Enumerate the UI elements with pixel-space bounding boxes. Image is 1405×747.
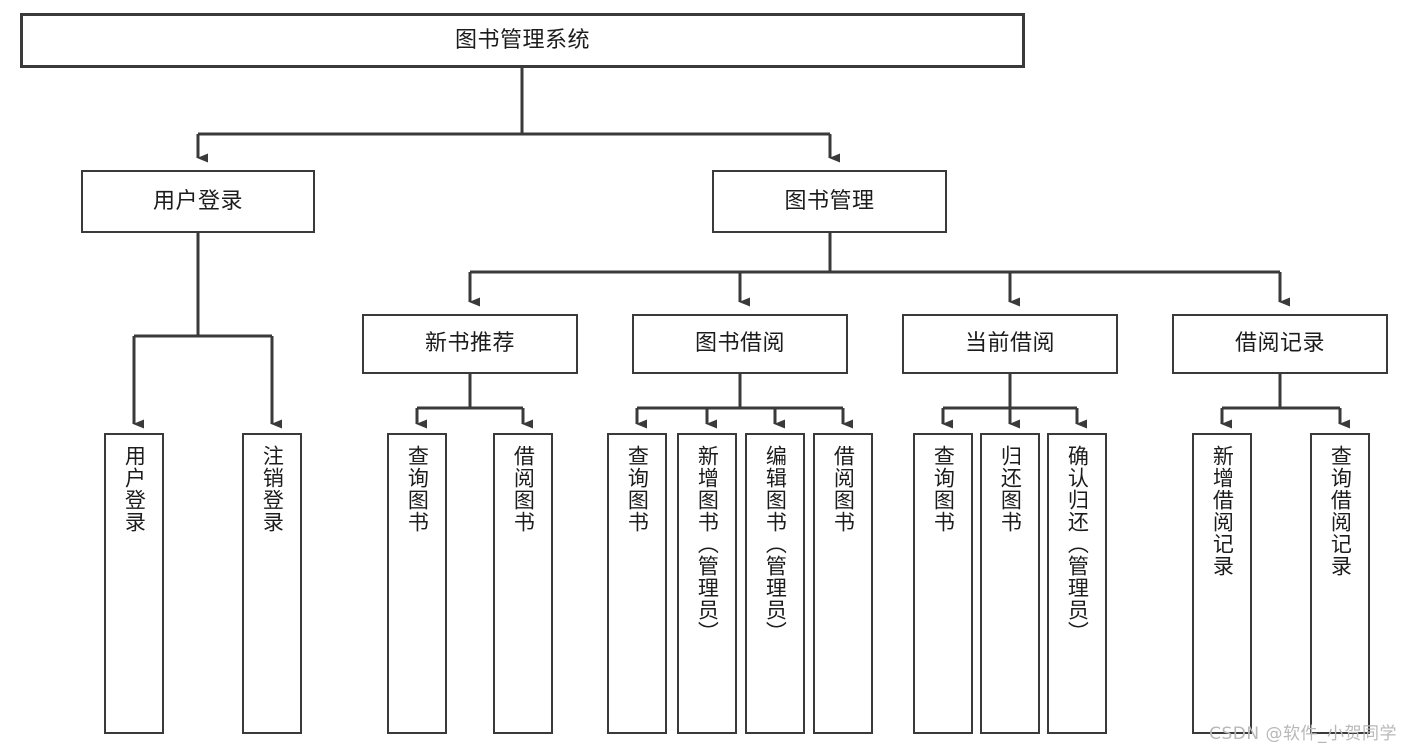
leaf-recommend-query-book[interactable]: 查询图书 xyxy=(387,433,447,734)
node-root-system[interactable]: 图书管理系统 xyxy=(20,13,1025,68)
edges-new-book-recommend xyxy=(415,374,533,429)
leaf-current-query-book[interactable]: 查询图书 xyxy=(913,433,973,734)
node-label: 借阅图书 xyxy=(511,445,536,533)
edges-user-login xyxy=(132,233,282,429)
node-current-borrow[interactable]: 当前借阅 xyxy=(902,314,1118,374)
node-label: 图书管理 xyxy=(784,188,875,214)
node-label: 新书推荐 xyxy=(424,331,515,357)
edges-book-borrow xyxy=(635,374,853,429)
leaf-borrow-add-book[interactable]: 新增图书（管理员） xyxy=(677,433,737,734)
leaf-user-login-logout[interactable]: 注销登录 xyxy=(242,433,302,734)
leaf-borrow-query-book[interactable]: 查询图书 xyxy=(607,433,667,734)
node-label: 用户登录 xyxy=(122,445,147,533)
node-label: 查询图书 xyxy=(931,445,956,533)
edges-root xyxy=(196,68,840,163)
node-book-borrow[interactable]: 图书借阅 xyxy=(632,314,848,374)
node-label: 查询图书 xyxy=(625,445,650,533)
leaf-record-add-record[interactable]: 新增借阅记录 xyxy=(1192,433,1252,734)
node-user-login[interactable]: 用户登录 xyxy=(81,170,315,233)
node-new-book-recommend[interactable]: 新书推荐 xyxy=(362,314,578,374)
node-label: 图书管理系统 xyxy=(454,27,590,53)
node-label: 图书借阅 xyxy=(694,331,785,357)
node-label: 用户登录 xyxy=(152,188,243,214)
node-label: 查询借阅记录 xyxy=(1328,445,1353,577)
edges-current-borrow xyxy=(941,374,1087,429)
node-label: 借阅图书 xyxy=(831,445,856,533)
node-label: 借阅记录 xyxy=(1234,331,1325,357)
node-label: 归还图书 xyxy=(998,445,1023,533)
node-book-management[interactable]: 图书管理 xyxy=(712,170,947,233)
node-label: 新增借阅记录 xyxy=(1210,445,1235,577)
node-label: 注销登录 xyxy=(260,445,285,533)
leaf-user-login-login[interactable]: 用户登录 xyxy=(104,433,164,734)
node-label: 查询图书 xyxy=(405,445,430,533)
leaf-borrow-edit-book[interactable]: 编辑图书（管理员） xyxy=(745,433,805,734)
leaf-current-confirm-return[interactable]: 确认归还（管理员） xyxy=(1047,433,1107,734)
leaf-borrow-borrow-book[interactable]: 借阅图书 xyxy=(813,433,873,734)
node-borrow-record[interactable]: 借阅记录 xyxy=(1172,314,1388,374)
node-label: 当前借阅 xyxy=(964,331,1055,357)
leaf-record-query-record[interactable]: 查询借阅记录 xyxy=(1310,433,1370,734)
leaf-current-return-book[interactable]: 归还图书 xyxy=(980,433,1040,734)
edges-book-manage xyxy=(468,233,1290,307)
node-label: 编辑图书（管理员） xyxy=(763,445,788,643)
leaf-recommend-borrow-book[interactable]: 借阅图书 xyxy=(493,433,553,734)
node-label: 确认归还（管理员） xyxy=(1065,445,1090,643)
node-label: 新增图书（管理员） xyxy=(695,445,720,643)
edges-borrow-record xyxy=(1220,374,1350,429)
